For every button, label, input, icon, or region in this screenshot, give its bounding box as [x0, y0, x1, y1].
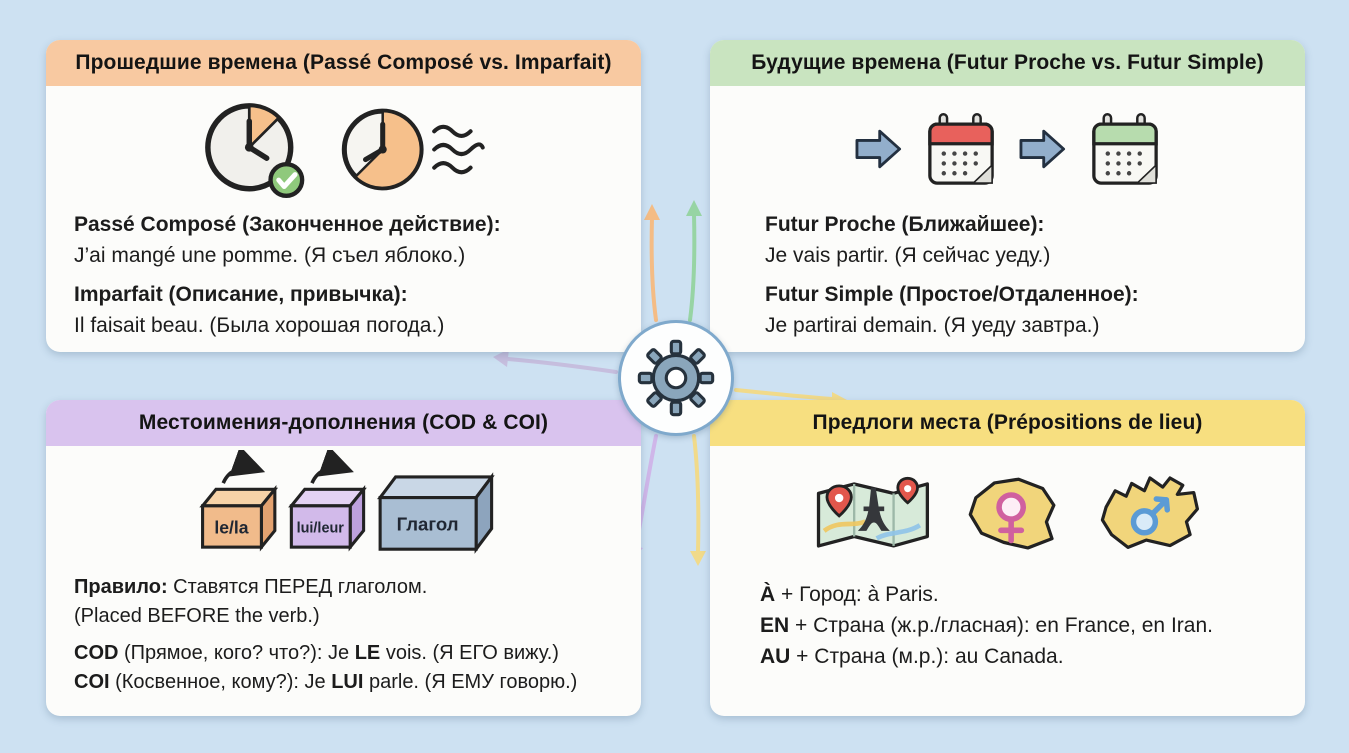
calendar-red-icon	[927, 112, 994, 185]
verb-box-icon: Глагол	[376, 472, 495, 554]
prepositions-icons-row	[710, 450, 1305, 578]
pronoun-boxes-icon: le/la lui/leur Глагол	[198, 450, 495, 554]
eiffel-tower-icon	[857, 487, 890, 531]
cod-label: COD	[74, 642, 119, 665]
pronoun-rule-english: (Placed BEFORE the verb.)	[74, 604, 320, 627]
prepositions-text-block: À + Город: à Paris. EN + Страна (ж.р./гл…	[710, 581, 1305, 671]
coi-line: COI (Косвенное, кому?): Je LUI parle. (Я…	[74, 669, 631, 696]
coi-end: parle. (Я ЕМУ говорю.)	[363, 670, 578, 693]
preposition-a-label: À	[760, 583, 776, 606]
curved-arrow-down-yellow-icon	[690, 434, 706, 566]
pronoun-rule-text: Ставятся ПЕРЕД глаголом.	[167, 576, 428, 598]
future-text-block: Futur Proche (Ближайшее): Je vais partir…	[710, 211, 1305, 340]
card-future-tenses: Будущие времена (Futur Proche vs. Futur …	[710, 40, 1305, 352]
location-pin-icon	[825, 484, 853, 518]
preposition-au-line: AU + Страна (м.р.): au Canada.	[760, 643, 1295, 671]
card-object-pronouns: Местоимения-дополнения (COD & COI) le/la	[46, 400, 641, 716]
preposition-en-line: EN + Страна (ж.р./гласная): en France, e…	[760, 612, 1295, 640]
center-hub	[618, 320, 734, 436]
cod-line: COD (Прямое, кого? что?): Je LE vois. (Я…	[74, 640, 631, 667]
gear-icon	[637, 339, 715, 417]
location-pin-icon	[895, 476, 919, 505]
paris-map-icon	[816, 476, 929, 548]
thick-arrow-right-icon	[1019, 129, 1065, 169]
clock-check-icon	[204, 102, 304, 198]
imparfait-example: Il faisait beau. (Была хорошая погода.)	[74, 313, 445, 337]
passe-compose-example: J’ai mangé une pomme. (Я съел яблоко.)	[74, 243, 466, 267]
preposition-au-text: + Страна (м.р.): au Canada.	[790, 644, 1064, 668]
future-icons-row	[710, 90, 1305, 208]
card-prepositions: Предлоги места (Prépositions de lieu)	[710, 400, 1305, 716]
coi-label: COI	[74, 670, 110, 693]
futur-simple-heading: Futur Simple (Простое/Отдаленное):	[765, 282, 1139, 306]
feminine-country-icon	[968, 477, 1055, 550]
curved-arrow-up-orange-icon	[644, 204, 660, 322]
verb-box-label: Глагол	[396, 514, 458, 535]
cod-box-icon: le/la	[198, 450, 278, 552]
curved-arrow-up-green-icon	[686, 200, 702, 322]
coi-box-label: lui/leur	[296, 521, 344, 537]
imparfait-heading: Imparfait (Описание, привычка):	[74, 282, 408, 306]
female-symbol-icon	[995, 491, 1026, 543]
clock-wind-icon	[341, 108, 485, 190]
male-symbol-icon	[1130, 495, 1170, 536]
card-past-tenses-title: Прошедшие времена (Passé Composé vs. Imp…	[75, 51, 612, 74]
cod-pronoun: LE	[354, 642, 381, 665]
preposition-a-line: À + Город: à Paris.	[760, 581, 1295, 609]
futur-proche-example: Je vais partir. (Я сейчас уеду.)	[765, 243, 1051, 267]
pronoun-rule-label: Правило:	[74, 576, 168, 598]
card-prepositions-header: Предлоги места (Prépositions de lieu)	[710, 400, 1305, 446]
futur-simple-example: Je partirai demain. (Я уеду завтра.)	[765, 313, 1100, 337]
passe-compose-heading: Passé Composé (Законченное действие):	[74, 213, 501, 236]
canada-country-icon	[1100, 475, 1199, 549]
card-future-tenses-header: Будущие времена (Futur Proche vs. Futur …	[710, 40, 1305, 86]
pronoun-rule-line: Правило: Ставятся ПЕРЕД глаголом.	[74, 574, 631, 601]
card-past-tenses: Прошедшие времена (Passé Composé vs. Imp…	[46, 40, 641, 352]
preposition-a-text: + Город: à Paris.	[775, 583, 939, 606]
coi-mid: (Косвенное, кому?): Je	[109, 670, 332, 693]
coi-pronoun: LUI	[331, 670, 364, 693]
cod-end: vois. (Я ЕГО вижу.)	[380, 642, 559, 665]
cod-mid: (Прямое, кого? что?): Je	[118, 642, 355, 665]
futur-proche-heading: Futur Proche (Ближайшее):	[765, 213, 1045, 236]
preposition-en-text: + Страна (ж.р./гласная): en France, en I…	[789, 613, 1213, 637]
curved-arrow-left-lavender-icon	[493, 349, 618, 374]
past-icons-row	[46, 90, 641, 208]
pronouns-text-block: Правило: Ставятся ПЕРЕД глаголом. (Place…	[46, 574, 641, 695]
card-future-tenses-title: Будущие времена (Futur Proche vs. Futur …	[751, 51, 1264, 74]
card-object-pronouns-header: Местоимения-дополнения (COD & COI)	[46, 400, 641, 446]
card-prepositions-title: Предлоги места (Prépositions de lieu)	[812, 411, 1203, 434]
preposition-au-label: AU	[760, 644, 791, 668]
cod-box-label: le/la	[214, 518, 248, 538]
thick-arrow-right-icon	[855, 129, 901, 169]
card-object-pronouns-title: Местоимения-дополнения (COD & COI)	[138, 411, 549, 434]
card-past-tenses-header: Прошедшие времена (Passé Composé vs. Imp…	[46, 40, 641, 86]
pronoun-icons-row: le/la lui/leur Глагол	[46, 450, 641, 572]
past-text-block: Passé Composé (Законченное действие): J’…	[46, 211, 641, 340]
coi-box-icon: lui/leur	[287, 450, 367, 552]
preposition-en-label: EN	[760, 613, 790, 637]
calendar-green-icon	[1091, 112, 1158, 185]
